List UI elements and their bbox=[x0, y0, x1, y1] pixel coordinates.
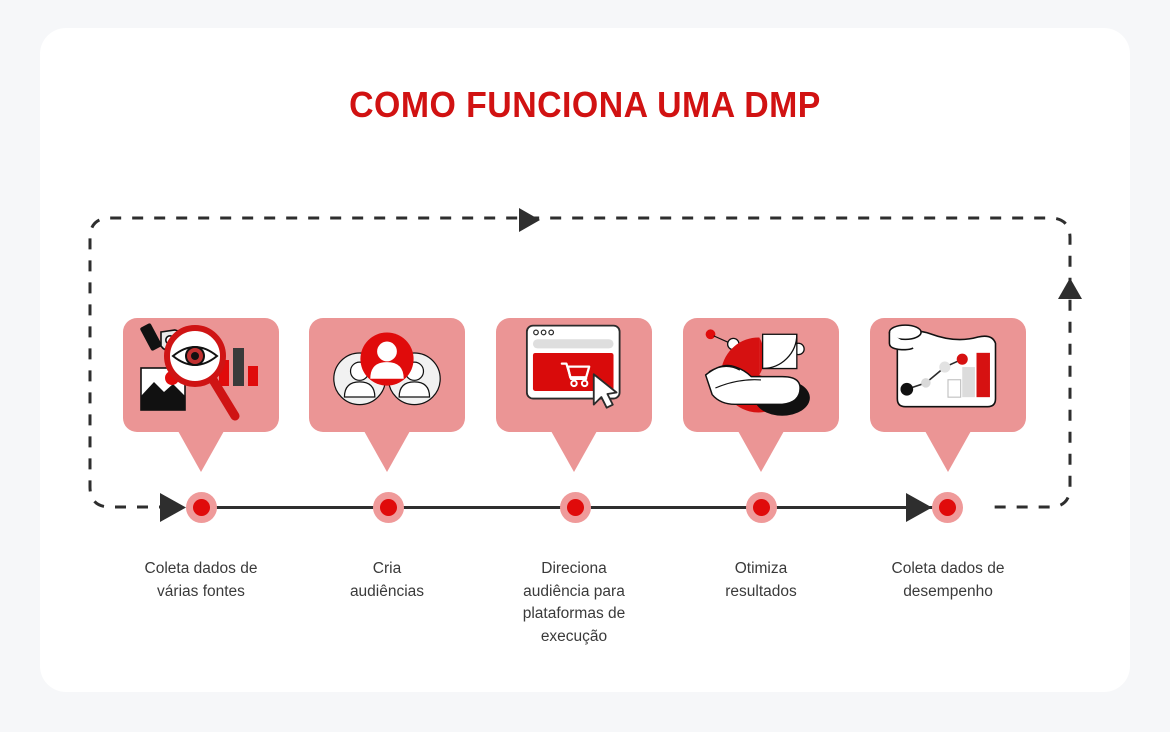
hand-pie-chart-icon bbox=[704, 329, 810, 416]
step-2[interactable]: Cria audiências bbox=[288, 318, 486, 600]
step-5-card bbox=[870, 318, 1026, 472]
scroll-line-bar-chart-icon bbox=[888, 324, 997, 408]
timeline-dot-1[interactable] bbox=[186, 492, 217, 523]
timeline-dot-3[interactable] bbox=[560, 492, 591, 523]
timeline-dot-2[interactable] bbox=[373, 492, 404, 523]
step-5-label: Coleta dados de desempenho bbox=[891, 560, 1005, 600]
timeline-dot-4[interactable] bbox=[746, 492, 777, 523]
page-title: COMO FUNCIONA UMA DMP bbox=[349, 84, 821, 125]
step-4-label: Otimiza resultados bbox=[725, 560, 797, 600]
timeline-dot-5[interactable] bbox=[932, 492, 963, 523]
step-1[interactable]: Coleta dados de várias fontes bbox=[102, 318, 300, 600]
browser-cart-cursor-icon bbox=[525, 324, 621, 409]
step-1-card bbox=[123, 318, 279, 472]
step-3-card bbox=[496, 318, 652, 472]
step-5[interactable]: Coleta dados de desempenho bbox=[849, 318, 1047, 600]
magnifier-eye-data-icon bbox=[140, 323, 258, 421]
step-4[interactable]: Otimiza resultados bbox=[662, 318, 860, 600]
step-3-label: Direciona audiência para plataformas de … bbox=[522, 560, 626, 645]
step-4-card bbox=[683, 318, 839, 472]
audience-avatars-icon bbox=[333, 332, 441, 406]
step-3[interactable]: Direciona audiência para plataformas de … bbox=[475, 318, 673, 645]
step-2-label: Cria audiências bbox=[349, 560, 425, 600]
step-1-label: Coleta dados de várias fontes bbox=[144, 560, 258, 600]
step-2-card bbox=[309, 318, 465, 472]
